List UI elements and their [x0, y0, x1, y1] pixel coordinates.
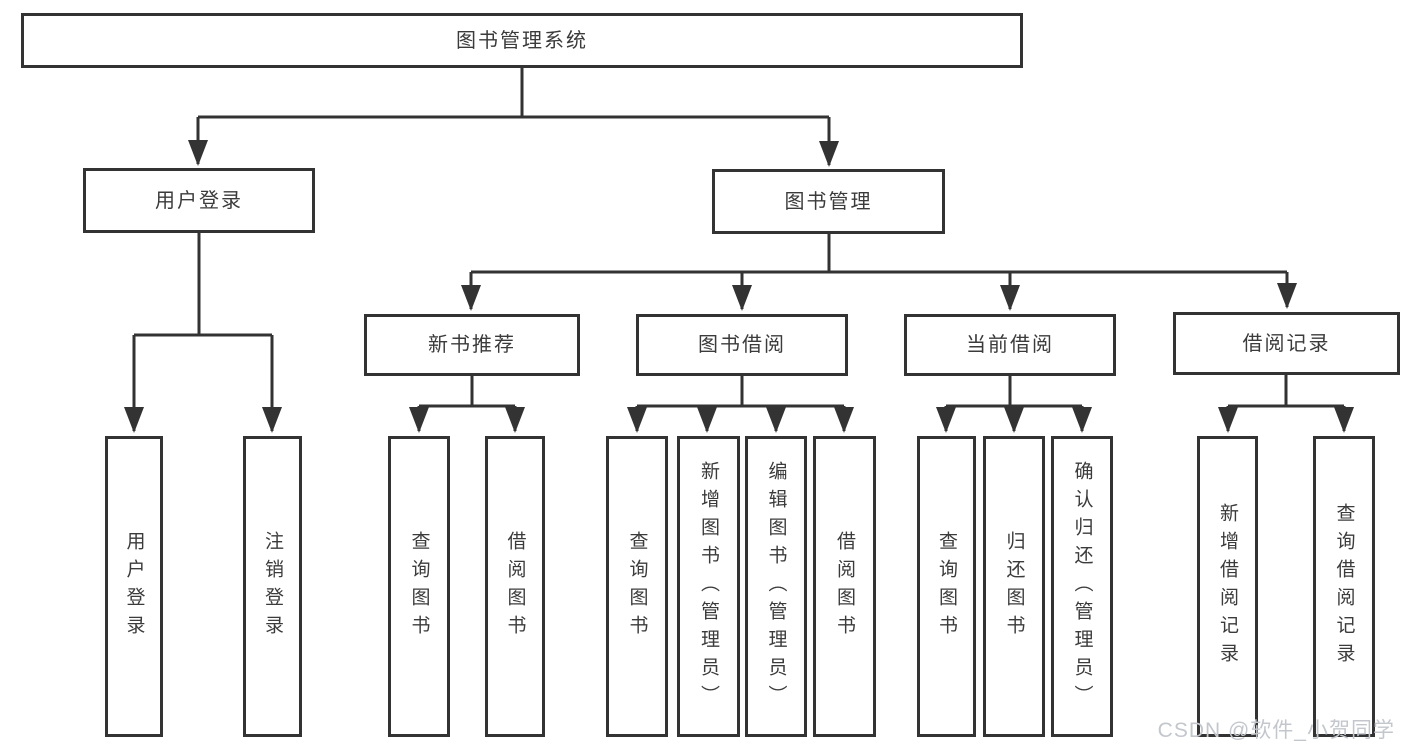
connector-trunks: [134, 67, 1344, 408]
leaf-edit-book-admin: 编辑图书（管理员）: [745, 436, 807, 737]
leaf-query-books-3: 查询图书: [917, 436, 976, 737]
leaf-confirm-return-admin: 确认归还（管理员）: [1051, 436, 1113, 737]
node-new-book-recommend: 新书推荐: [364, 314, 580, 376]
leaf-query-books-2: 查询图书: [606, 436, 668, 737]
leaf-borrow-books-2: 借阅图书: [813, 436, 876, 737]
node-borrow-records: 借阅记录: [1173, 312, 1400, 375]
node-root: 图书管理系统: [21, 13, 1023, 68]
node-current-borrow: 当前借阅: [904, 314, 1116, 376]
leaf-logout: 注销登录: [243, 436, 302, 737]
leaf-query-books-1: 查询图书: [388, 436, 450, 737]
node-user-login: 用户登录: [83, 168, 315, 233]
leaf-add-borrow-record: 新增借阅记录: [1197, 436, 1258, 737]
leaf-borrow-books-1: 借阅图书: [485, 436, 545, 737]
csdn-watermark: CSDN @软件_小贺同学: [1157, 719, 1395, 742]
node-book-management: 图书管理: [712, 169, 945, 234]
leaf-return-books: 归还图书: [983, 436, 1045, 737]
leaf-user-login: 用户登录: [105, 436, 163, 737]
leaf-query-borrow-record: 查询借阅记录: [1313, 436, 1375, 737]
node-book-borrow: 图书借阅: [636, 314, 848, 376]
leaf-add-book-admin: 新增图书（管理员）: [677, 436, 740, 737]
